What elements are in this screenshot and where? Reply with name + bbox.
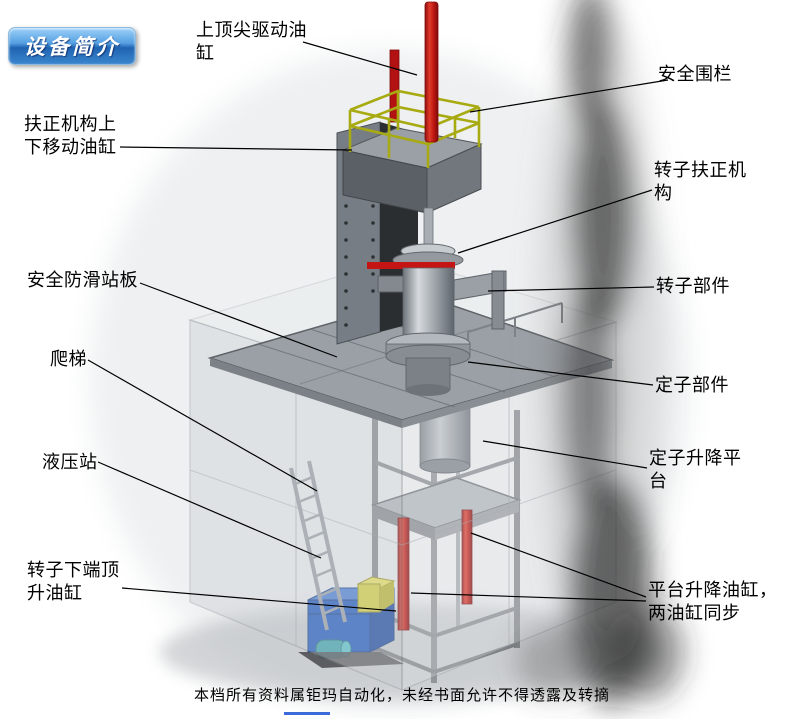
title-badge: 设备简介	[8, 27, 136, 65]
platform-lift-cylinders	[397, 509, 473, 631]
label-safety-fence: 安全围栏	[658, 64, 732, 84]
ladder-structure	[289, 460, 347, 631]
leader-antislip-plate	[139, 282, 338, 358]
leader-top-cylinder	[302, 41, 418, 76]
top-drive-cylinder-rod	[424, 1, 439, 143]
label-centering-cylinder: 扶正机构上下移动油缸	[24, 114, 117, 158]
label-platform-cylinders: 平台升降油缸，两油缸同步	[648, 580, 778, 624]
leader-rotor-centering	[457, 189, 653, 254]
press-column	[336, 121, 483, 345]
leader-lines	[87, 41, 669, 612]
label-rotor-part: 转子部件	[656, 276, 730, 296]
stator-lift-platform	[370, 477, 522, 540]
rotor-assembly	[367, 207, 507, 396]
smoke-artifact	[516, 0, 684, 707]
leader-rotor-part	[487, 286, 655, 292]
leader-safety-fence	[469, 79, 669, 113]
leader-stator-platform	[482, 440, 648, 469]
leader-centering-cylinder	[119, 146, 353, 151]
label-hydraulic-station: 液压站	[42, 452, 98, 472]
footer-accent-line	[284, 712, 330, 715]
leader-stator-part	[467, 361, 654, 386]
label-ladder: 爬梯	[50, 349, 87, 369]
leader-platform-cylinders-b	[410, 592, 647, 602]
hydraulic-station-unit	[298, 576, 404, 668]
leader-ladder	[87, 359, 318, 492]
leader-hydraulic-station	[97, 461, 322, 559]
footer-copyright: 本档所有资料属钜玛自动化，未经书面允许不得透露及转摘	[193, 688, 610, 704]
label-antislip-plate: 安全防滑站板	[27, 270, 138, 290]
leader-rotor-jack	[121, 587, 397, 612]
label-stator-platform: 定子升降平台	[649, 448, 742, 492]
rear-drive-rod	[389, 49, 400, 123]
head-box	[341, 127, 483, 214]
leader-platform-cylinders-a	[470, 532, 647, 598]
label-stator-part: 定子部件	[655, 375, 729, 395]
label-rotor-centering: 转子扶正机构	[654, 160, 747, 204]
label-rotor-jack-cylinder: 转子下端顶升油缸	[27, 560, 120, 604]
label-top-cylinder: 上顶尖驱动油缸	[196, 20, 307, 64]
